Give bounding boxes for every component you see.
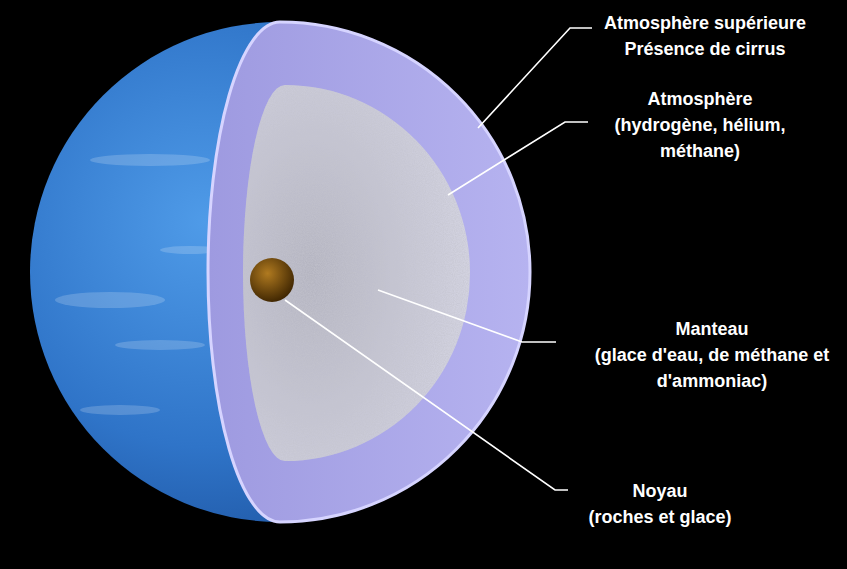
- layer-name: Manteau: [582, 316, 842, 342]
- layer-composition: (roches et glace): [560, 504, 760, 530]
- layer-composition: (glace d'eau, de méthane et d'ammoniac): [587, 342, 837, 394]
- layer-composition: (hydrogène, hélium, méthane): [600, 112, 800, 164]
- layer-name: Atmosphère supérieure: [570, 10, 840, 36]
- layer-name: Noyau: [560, 478, 760, 504]
- layer-note: Présence de cirrus: [570, 36, 840, 62]
- layer-name: Atmosphère: [580, 86, 820, 112]
